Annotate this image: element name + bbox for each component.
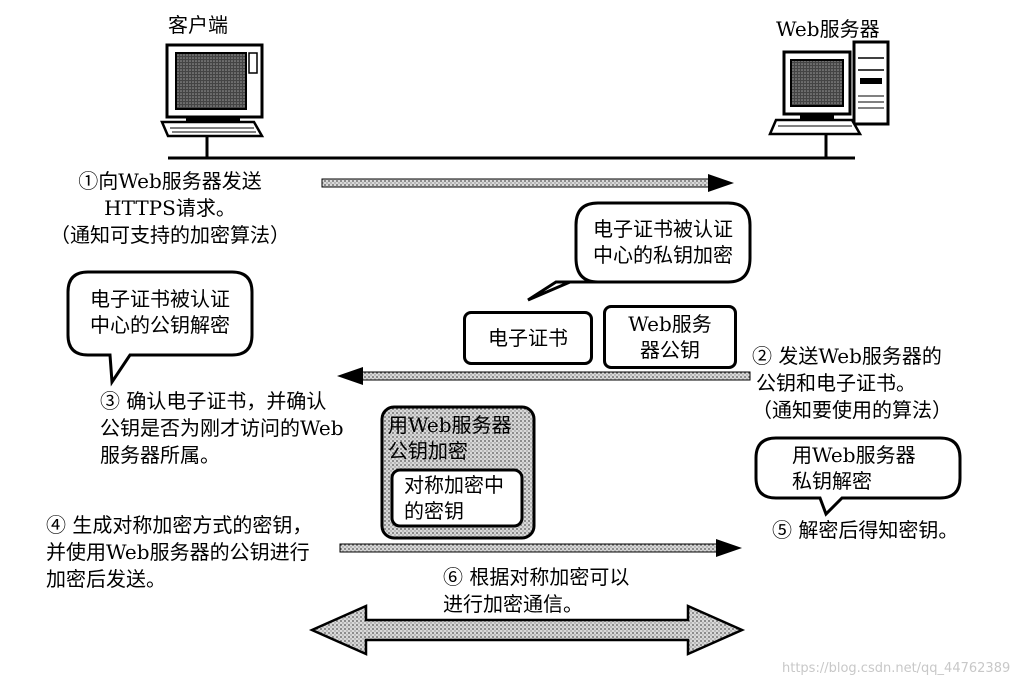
step2-line2: 公钥和电子证书。 — [756, 371, 916, 395]
step6-text: ⑥ 根据对称加密可以 进行加密通信。 — [443, 564, 683, 618]
step6-line2: 进行加密通信。 — [443, 592, 583, 616]
step1-text: ①向Web服务器发送 HTTPS请求。 （通知可支持的加密算法） — [40, 168, 300, 249]
step1-line2: HTTPS请求。 — [104, 196, 236, 220]
step1-line3: （通知可支持的加密算法） — [50, 223, 290, 247]
encrypted-key-package — [380, 405, 536, 540]
decrypt-bubble — [754, 436, 962, 517]
symmetric-key-line2: 的密钥 — [404, 499, 464, 523]
server-bubble-line2: 中心的私钥加密 — [593, 243, 733, 267]
client-bubble-line2: 中心的公钥解密 — [90, 313, 230, 337]
step2-line1: ② 发送Web服务器的 — [752, 344, 942, 368]
certificate-arrow-left — [337, 367, 751, 385]
encrypt-box-text: 用Web服务器 公钥加密 — [388, 412, 530, 464]
encrypted-communication-arrow — [308, 604, 746, 656]
step2-text: ② 发送Web服务器的 公钥和电子证书。 （通知要使用的算法） — [752, 343, 1012, 424]
symmetric-key-line1: 对称加密中 — [404, 473, 504, 497]
key-arrow-right — [339, 539, 742, 557]
server-bubble — [527, 201, 752, 302]
step4-line3: 加密后发送。 — [46, 567, 166, 591]
step4-line2: 并使用Web服务器的公钥进行 — [46, 540, 310, 564]
decrypt-bubble-text: 用Web服务器 私钥解密 — [792, 442, 952, 494]
step3-line3: 服务器所属。 — [100, 443, 220, 467]
step4-line1: ④ 生成对称加密方式的密钥， — [46, 513, 313, 537]
server-bubble-line1: 电子证书被认证 — [593, 217, 733, 241]
client-bubble-text: 电子证书被认证 中心的公钥解密 — [70, 286, 250, 338]
public-key-box-line1: Web服务 — [628, 312, 712, 336]
step4-text: ④ 生成对称加密方式的密钥， 并使用Web服务器的公钥进行 加密后发送。 — [46, 512, 346, 593]
step3-text: ③ 确认电子证书，并确认 公钥是否为刚才访问的Web 服务器所属。 — [100, 388, 370, 469]
step6-line1: ⑥ 根据对称加密可以 — [443, 565, 630, 589]
step2-line3: （通知要使用的算法） — [752, 398, 952, 422]
request-arrow-right — [321, 174, 734, 192]
decrypt-bubble-line2: 私钥解密 — [792, 469, 872, 493]
server-bubble-text: 电子证书被认证 中心的私钥加密 — [578, 216, 748, 268]
server-computer-icon — [768, 40, 890, 158]
client-bubble-line1: 电子证书被认证 — [90, 287, 230, 311]
certificate-box: 电子证书 — [463, 311, 593, 365]
step3-line1: ③ 确认电子证书，并确认 — [100, 389, 327, 413]
client-computer-icon — [160, 43, 265, 158]
encrypt-box-line1: 用Web服务器 — [388, 413, 512, 437]
server-label: Web服务器 — [776, 17, 880, 41]
encrypt-box-line2: 公钥加密 — [388, 439, 468, 463]
public-key-box: Web服务 器公钥 — [603, 305, 737, 369]
symmetric-key-box: 对称加密中 的密钥 — [404, 472, 520, 524]
step1-line1: ①向Web服务器发送 — [78, 169, 262, 193]
decrypt-bubble-line1: 用Web服务器 — [792, 443, 916, 467]
watermark: https://blog.csdn.net/qq_44762389 — [782, 661, 1011, 676]
step5-text: ⑤ 解密后得知密钥。 — [772, 518, 959, 542]
step3-line2: 公钥是否为刚才访问的Web — [100, 416, 344, 440]
public-key-box-line2: 器公钥 — [640, 338, 700, 362]
client-bubble — [66, 270, 254, 387]
client-label: 客户端 — [168, 13, 228, 37]
